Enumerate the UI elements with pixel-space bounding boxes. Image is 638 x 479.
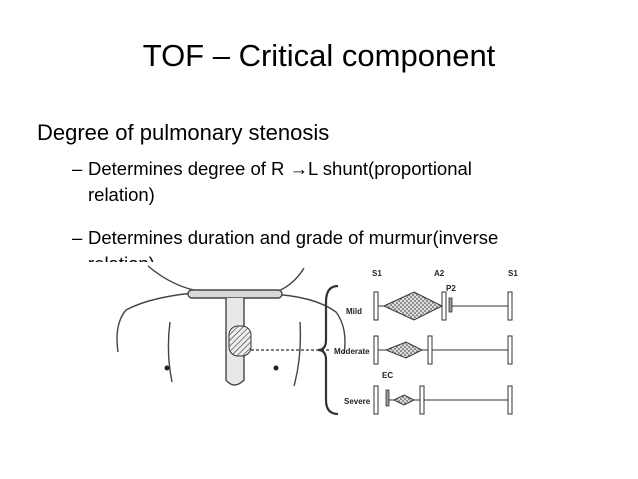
row-moderate: Moderate (334, 335, 513, 365)
torso-illustration (116, 265, 346, 387)
brace (317, 284, 339, 416)
sub-bullet-shunt: –Determines degree of R →L shunt(proport… (72, 156, 592, 208)
row-label-mild: Mild (346, 307, 362, 316)
label-p2: P2 (446, 284, 456, 293)
row-severe: EC Severe (344, 371, 513, 415)
nipple-left (164, 365, 170, 371)
sub-bullet-text-line1: Determines degree of R →L shunt(proporti… (88, 158, 472, 179)
murmur-diagram: S1 A2 S1 P2 Mild Moderate EC Severe (116, 265, 518, 416)
sub-bullet-text-line1: Determines duration and grade of murmur(… (88, 227, 499, 248)
label-s1-first: S1 (372, 269, 382, 278)
sub-bullet-dash: – (72, 158, 83, 179)
row-label-moderate: Moderate (334, 347, 370, 356)
slide-title: TOF – Critical component (142, 38, 496, 73)
pulmonary-area (228, 325, 252, 357)
sub-bullet-murmur: –Determines duration and grade of murmur… (72, 225, 592, 251)
label-a2: A2 (434, 269, 445, 278)
bullet-pulmonary-stenosis: Degree of pulmonary stenosis (37, 120, 330, 145)
sub-bullet-text-line2-clipped: relation) (88, 251, 155, 262)
sub-bullet-text-line2: relation) (88, 184, 155, 205)
nipple-right (273, 365, 279, 371)
sub-bullet-dash: – (72, 227, 83, 248)
label-s1-second: S1 (508, 269, 518, 278)
row-mild: Mild (346, 291, 513, 321)
row-label-severe: Severe (344, 397, 371, 406)
label-ec: EC (382, 371, 393, 380)
